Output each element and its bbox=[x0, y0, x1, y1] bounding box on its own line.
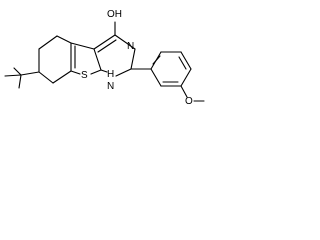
thiophene-ring bbox=[70, 42, 102, 75]
amine-hydrogen-label: H bbox=[107, 69, 114, 80]
ring-nitrogen-label: N bbox=[127, 41, 134, 52]
pyrimidine-ring bbox=[93, 21, 136, 77]
amine-nitrogen-label: N bbox=[107, 81, 114, 92]
methoxyphenyl-ring bbox=[130, 51, 205, 102]
sulfur-atom-label: S bbox=[81, 70, 88, 81]
tert-butyl-group bbox=[4, 67, 40, 89]
cyclohexene-ring bbox=[38, 35, 72, 84]
methoxy-oxygen-label: O bbox=[185, 96, 193, 107]
hydroxyl-label: OH bbox=[107, 9, 122, 20]
molecule-structure: OH S H N N O bbox=[4, 9, 205, 107]
